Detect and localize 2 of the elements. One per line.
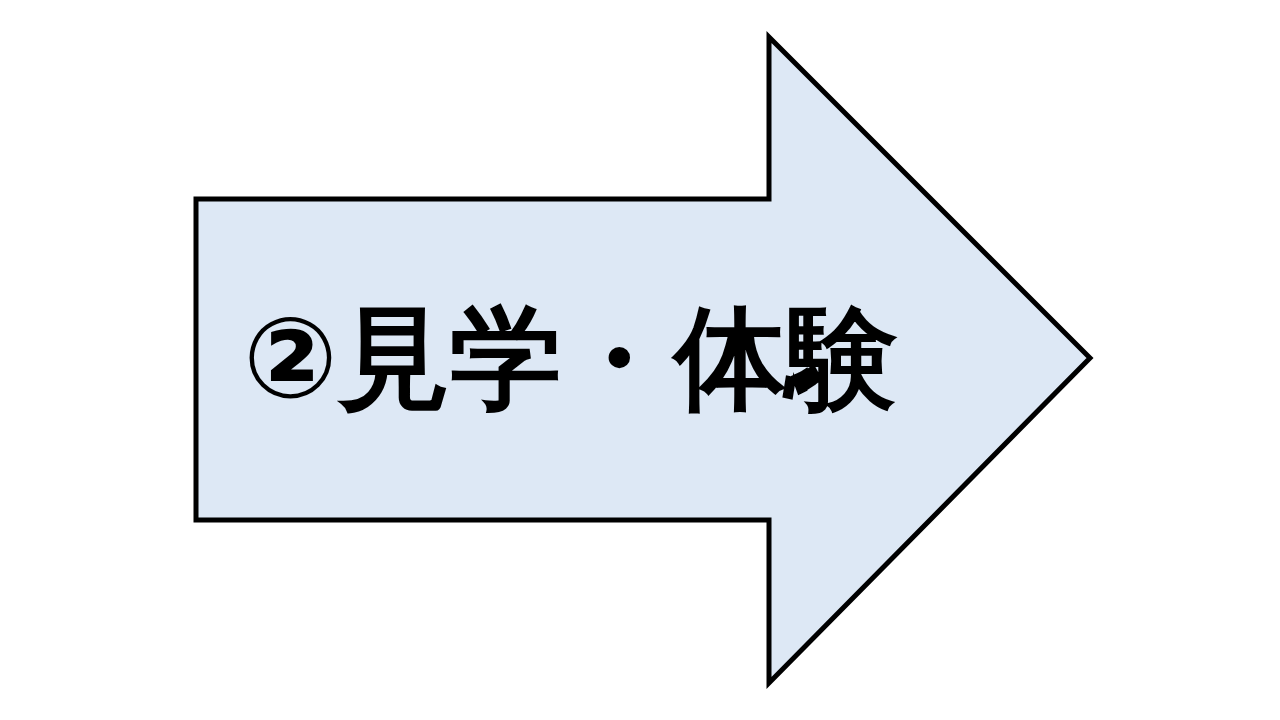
block-arrow (193, 34, 1095, 686)
arrow-label: ②見学・体験 (243, 302, 898, 414)
